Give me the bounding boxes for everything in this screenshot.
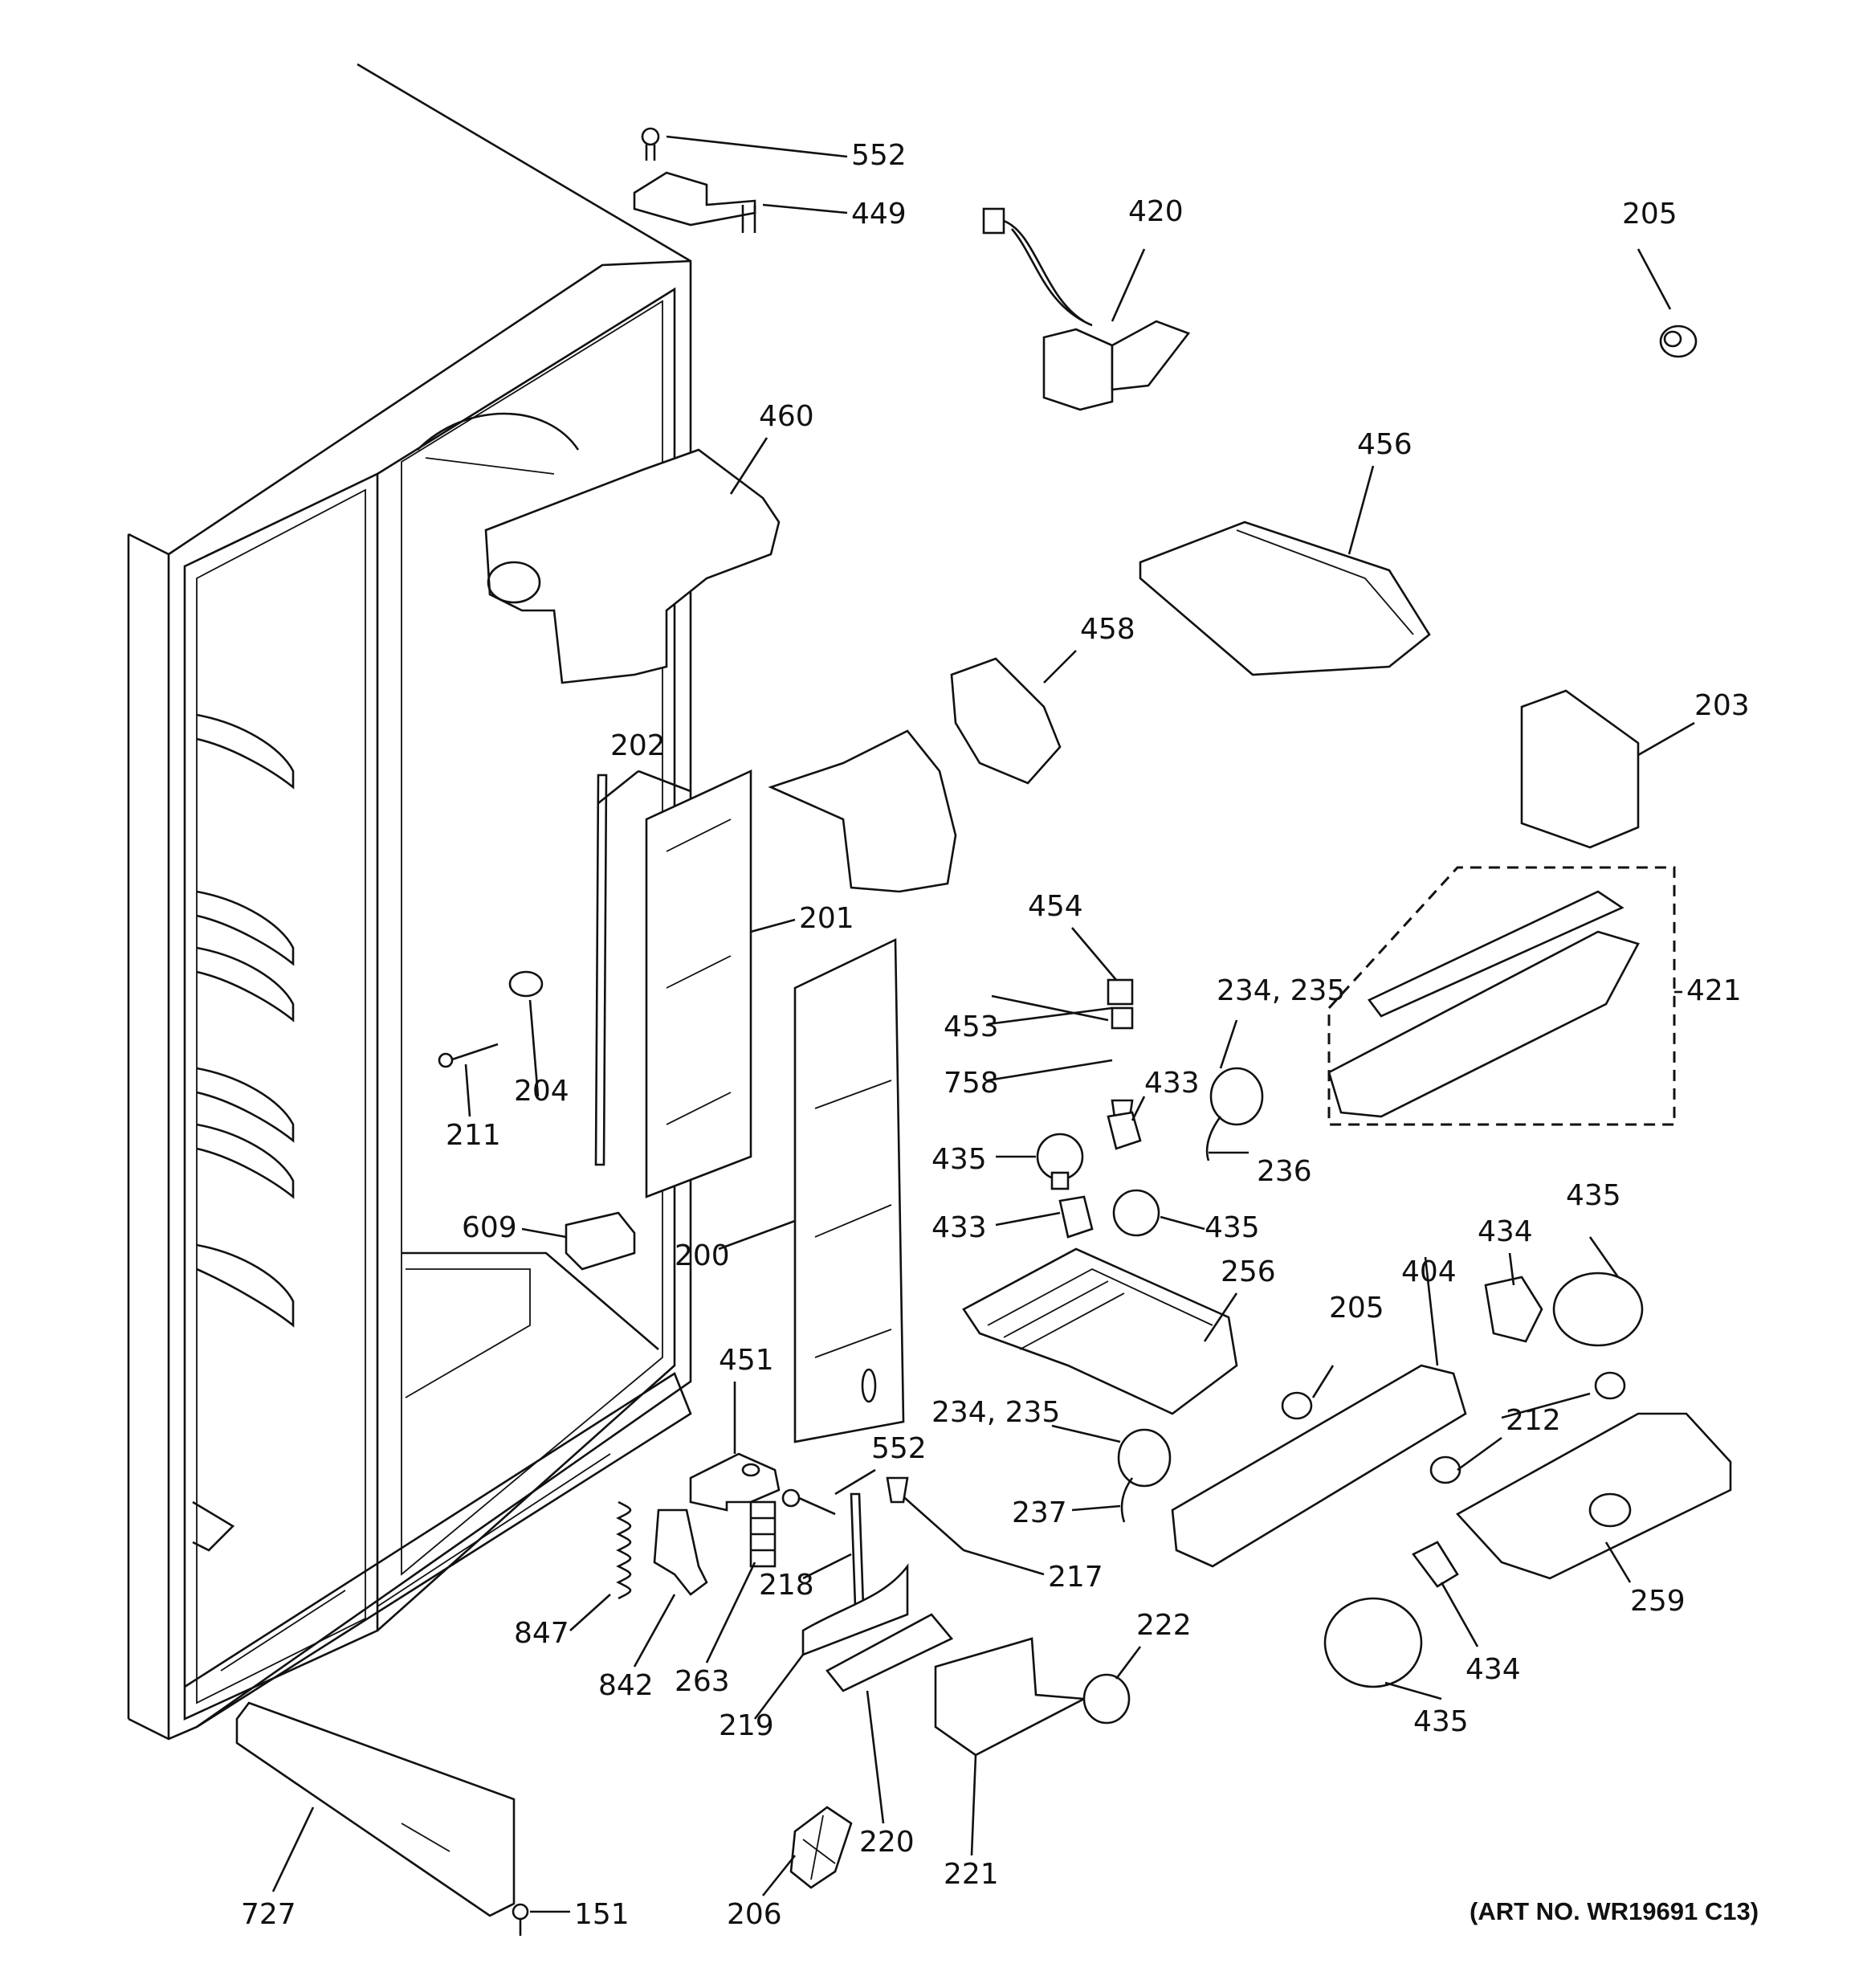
label-449: 449: [851, 198, 907, 231]
label-218: 218: [759, 1569, 814, 1602]
part-duct-center: [768, 729, 957, 893]
label-458: 458: [1080, 613, 1135, 646]
label-204: 204: [514, 1075, 569, 1108]
leader-lines: [271, 135, 1695, 1913]
part-842-cam: [653, 1508, 708, 1596]
label-434-top: 434: [1478, 1215, 1533, 1248]
label-220: 220: [859, 1826, 915, 1859]
label-200: 200: [675, 1239, 730, 1272]
art-number: (ART NO. WR19691 C13): [1470, 1897, 1759, 1925]
refrigerator-cabinet: [127, 63, 692, 1741]
label-206: 206: [727, 1898, 782, 1931]
label-203: 203: [1694, 689, 1750, 722]
label-221: 221: [944, 1858, 999, 1891]
part-200-door-panel-cover: [793, 937, 905, 1443]
label-202: 202: [610, 729, 666, 762]
label-201: 201: [799, 902, 854, 935]
label-211: 211: [446, 1119, 501, 1152]
label-842: 842: [598, 1669, 654, 1702]
label-435-mid: 435: [1205, 1211, 1260, 1244]
part-421-light-board-assembly: [1327, 866, 1676, 1126]
label-460: 460: [759, 400, 814, 433]
label-234-235-top: 234, 235: [1217, 974, 1345, 1007]
label-454: 454: [1028, 890, 1083, 923]
label-435-right: 435: [1566, 1179, 1621, 1212]
part-211-204-screw-spacer: [438, 970, 544, 1068]
part-449-hinge: [633, 171, 756, 233]
part-151-screw: [512, 1903, 529, 1936]
part-labels: 552 449 420 205 460 456 458 203 202 201 …: [241, 139, 1759, 1931]
part-847-spring: [616, 1500, 632, 1600]
part-206-grille: [789, 1806, 853, 1889]
part-234-235-236-diffuser-top: [1205, 1067, 1264, 1161]
label-552-low: 552: [871, 1432, 927, 1465]
label-212: 212: [1506, 1404, 1561, 1437]
label-222: 222: [1136, 1609, 1192, 1642]
label-433-top: 433: [1144, 1067, 1200, 1100]
label-236: 236: [1257, 1155, 1312, 1188]
part-434-435-socket-bulb-right: [1323, 1272, 1644, 1688]
label-609: 609: [462, 1211, 517, 1244]
label-219: 219: [719, 1709, 774, 1742]
label-256: 256: [1221, 1255, 1276, 1288]
label-434-low: 434: [1466, 1653, 1521, 1686]
part-263-fitting: [749, 1500, 777, 1568]
label-451: 451: [719, 1344, 774, 1377]
part-221-dispenser-housing: [934, 1637, 1088, 1757]
part-454-453-758-damper: [991, 978, 1134, 1130]
part-218-lever: [850, 1492, 865, 1608]
label-552-top: 552: [851, 139, 907, 172]
part-202-gasket-strip: [594, 774, 608, 1166]
label-420: 420: [1128, 195, 1184, 228]
part-205-bushing-mid: [1281, 1391, 1313, 1420]
label-205-top: 205: [1622, 198, 1678, 231]
part-552-screw-top: [641, 127, 660, 161]
label-259: 259: [1630, 1585, 1686, 1618]
label-237: 237: [1012, 1496, 1067, 1529]
label-205-mid: 205: [1329, 1292, 1384, 1325]
label-456: 456: [1357, 428, 1413, 461]
part-212-spacers: [1429, 1371, 1626, 1484]
door-shelf-rails: [196, 713, 295, 1328]
label-421: 421: [1686, 974, 1742, 1007]
part-433-435-bulbs-sockets: [1036, 1111, 1160, 1239]
part-259-lower-light-cover: [1455, 1412, 1732, 1580]
part-256-shelf-tray: [962, 1247, 1238, 1415]
part-456-light-shield-frame: [1139, 520, 1431, 676]
part-727-kickplate: [235, 1701, 516, 1917]
label-727: 727: [241, 1898, 296, 1931]
part-458-duct-elbow: [950, 657, 1062, 785]
label-234-235-low: 234, 235: [932, 1396, 1060, 1429]
label-435-left: 435: [932, 1143, 987, 1176]
part-460-air-duct: [484, 448, 781, 684]
part-404-light-cover: [1171, 1364, 1467, 1568]
label-217: 217: [1048, 1561, 1103, 1594]
label-263: 263: [675, 1665, 730, 1698]
label-453: 453: [944, 1010, 999, 1043]
label-151: 151: [574, 1898, 630, 1931]
part-609-switch: [565, 1211, 636, 1271]
part-217-rod: [886, 1476, 964, 1551]
label-404: 404: [1401, 1255, 1457, 1288]
label-847: 847: [514, 1617, 569, 1650]
part-201-door-panel: [645, 769, 752, 1198]
part-205-bushing-top: [1659, 325, 1698, 358]
label-758: 758: [944, 1067, 999, 1100]
part-234-235-237-diffuser-low: [1117, 1428, 1172, 1523]
label-435-low: 435: [1413, 1705, 1469, 1738]
part-203-cover: [1520, 689, 1640, 849]
label-433-low: 433: [932, 1211, 987, 1244]
part-222-knob: [1082, 1673, 1131, 1725]
part-552-screw-low: [781, 1488, 836, 1516]
part-420-wire-harness: [982, 207, 1191, 411]
part-219-220-dispenser-chute: [801, 1563, 954, 1692]
